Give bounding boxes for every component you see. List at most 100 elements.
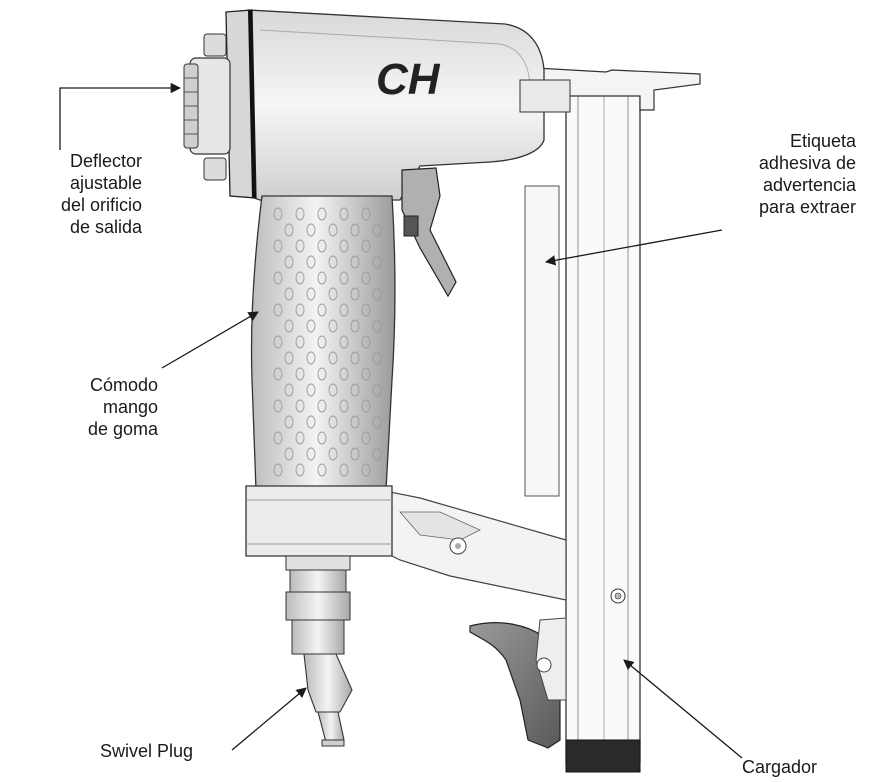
grip-dot — [372, 287, 382, 301]
label-swivel-plug: Swivel Plug — [100, 740, 193, 762]
label-deflector-line: ajustable — [69, 173, 142, 193]
grip-dot — [372, 255, 382, 269]
grip-dot — [295, 399, 305, 413]
deflector-knob — [183, 33, 231, 181]
rubber-grip — [245, 195, 396, 557]
grip-dot — [350, 383, 360, 397]
grip-dot — [328, 223, 338, 237]
air-fitting — [285, 555, 351, 655]
upper-trigger — [401, 167, 457, 298]
label-deflector-line: Deflector — [69, 151, 142, 171]
grip-dot — [339, 335, 349, 349]
label-grip-line: de goma — [87, 419, 158, 439]
label-warning-label-line: Etiqueta — [789, 131, 856, 151]
tool-head: CH — [183, 9, 571, 201]
grip-dot — [295, 431, 305, 445]
grip-dot — [273, 431, 283, 445]
magazine — [535, 67, 701, 773]
grip-dot — [273, 271, 283, 285]
grip-dot — [339, 271, 349, 285]
label-warning-label-line: para extraer — [758, 197, 856, 217]
grip-dot — [339, 303, 349, 317]
connecting-arm — [379, 489, 567, 601]
grip-dot — [306, 223, 316, 237]
label-grip-line: Cómodo — [89, 375, 158, 395]
grip-dot — [339, 463, 349, 477]
grip-dot — [328, 287, 338, 301]
grip-dot — [372, 383, 382, 397]
grip-dot — [295, 335, 305, 349]
grip-dot — [339, 399, 349, 413]
grip-dot — [273, 399, 283, 413]
grip-dot — [317, 271, 327, 285]
grip-dot — [328, 351, 338, 365]
grip-dot — [306, 447, 316, 461]
grip-dot — [317, 335, 327, 349]
grip-dot — [306, 415, 316, 429]
leader-grip — [161, 311, 259, 369]
grip-dot — [350, 223, 360, 237]
grip-dot — [339, 367, 349, 381]
grip-dot — [306, 255, 316, 269]
grip-dot — [273, 303, 283, 317]
grip-dot — [317, 399, 327, 413]
grip-dot — [361, 303, 371, 317]
grip-dot — [350, 415, 360, 429]
grip-dot — [350, 287, 360, 301]
grip-dot — [350, 351, 360, 365]
grip-dot — [339, 431, 349, 445]
label-warning-label-line: advertencia — [762, 175, 856, 195]
grip-dot — [295, 271, 305, 285]
grip-dot — [361, 431, 371, 445]
grip-dot — [328, 383, 338, 397]
grip-dot — [317, 239, 327, 253]
leader-swivel-plug — [231, 687, 307, 751]
grip-dot — [284, 255, 294, 269]
grip-dot — [295, 239, 305, 253]
grip-dot — [328, 415, 338, 429]
label-swivel-plug-line: Swivel Plug — [100, 741, 194, 761]
grip-dot — [350, 319, 360, 333]
grip-dot — [372, 447, 382, 461]
leader-magazine — [623, 659, 743, 759]
grip-dot — [295, 207, 305, 221]
grip-dot — [339, 239, 349, 253]
grip-dot — [295, 303, 305, 317]
grip-dot — [306, 351, 316, 365]
warning-label-plate — [524, 185, 560, 497]
svg-text:CH: CH — [376, 55, 441, 104]
grip-dot — [284, 415, 294, 429]
grip-dot — [295, 463, 305, 477]
grip-dot — [328, 319, 338, 333]
label-magazine-line: Cargador — [742, 757, 818, 777]
grip-dot — [372, 415, 382, 429]
grip-dot — [361, 207, 371, 221]
grip-dot — [350, 255, 360, 269]
swivel-plug — [303, 653, 353, 747]
label-deflector-line: de salida — [69, 217, 142, 237]
grip-dot — [317, 463, 327, 477]
leader-deflector — [59, 82, 182, 150]
label-magazine: Cargador — [742, 756, 817, 778]
grip-dot — [284, 447, 294, 461]
grip-dot — [350, 447, 360, 461]
grip-dot — [317, 303, 327, 317]
lower-trigger — [469, 617, 567, 749]
label-deflector-line: del orificio — [60, 195, 142, 215]
grip-dot — [273, 463, 283, 477]
grip-texture — [273, 207, 382, 477]
grip-dot — [372, 319, 382, 333]
grip-dot — [284, 223, 294, 237]
label-grip-line: mango — [102, 397, 158, 417]
grip-dot — [317, 367, 327, 381]
grip-dot — [361, 271, 371, 285]
label-warning-label-line: adhesiva de — [758, 153, 856, 173]
grip-dot — [361, 239, 371, 253]
grip-dot — [317, 207, 327, 221]
grip-dot — [284, 287, 294, 301]
grip-dot — [273, 239, 283, 253]
grip-dot — [284, 383, 294, 397]
grip-dot — [317, 431, 327, 445]
